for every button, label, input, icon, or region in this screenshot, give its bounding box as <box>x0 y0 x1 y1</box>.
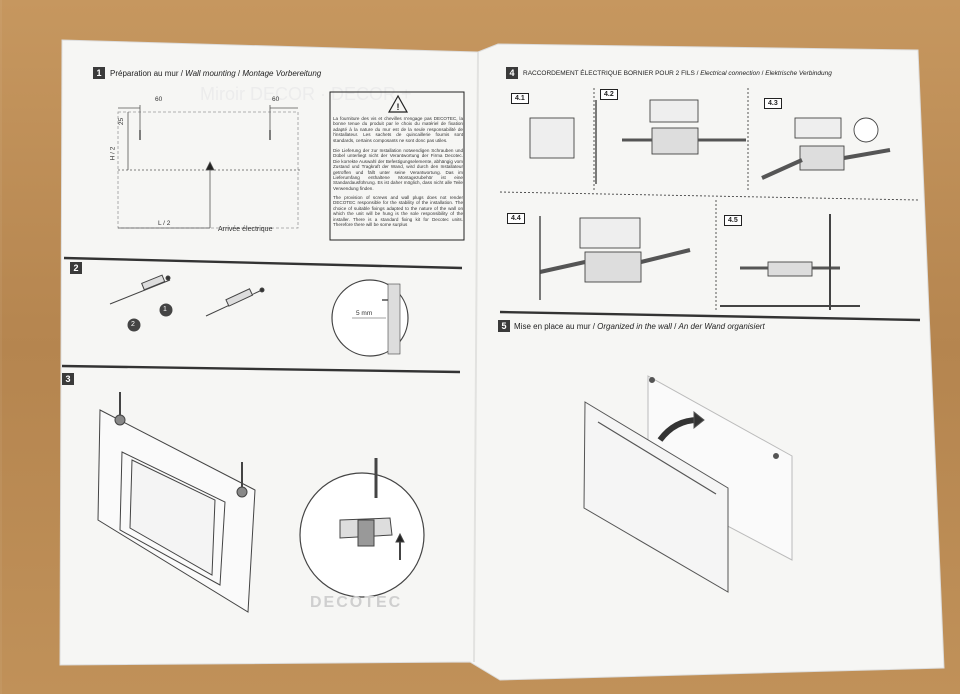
step-1-title: Préparation au mur / Wall mounting / Mon… <box>110 69 322 78</box>
wall-detail-circle <box>331 279 409 357</box>
dim-5mm: 5 mm <box>356 310 373 317</box>
warning-text-en: The provision of screws and wall plugs d… <box>333 195 463 228</box>
step-1-title-en: Wall mounting <box>185 69 236 78</box>
step-1-title-de: Montage Vorbereitung <box>242 69 322 78</box>
divider-step2 <box>63 256 463 270</box>
step-4-title-fr: RACCORDEMENT ÉLECTRIQUE BORNIER POUR 2 F… <box>523 70 695 77</box>
step-1-number: 1 <box>93 67 105 79</box>
step-5-title-de: An der Wand organisiert <box>678 322 765 331</box>
step-3-number: 3 <box>62 373 74 385</box>
dim-left: 60 <box>155 96 163 103</box>
sub-step-4-3: 4.3 <box>764 98 782 109</box>
screw-and-plug-diagram <box>109 274 265 332</box>
warning-text-de: Die Lieferung der zur Installation notwe… <box>333 148 463 191</box>
divider-step5 <box>499 310 921 322</box>
step-5-title-fr: Mise en place au mur <box>514 322 591 331</box>
step-5-title: Mise en place au mur / Organized in the … <box>514 322 765 331</box>
ghost-print: Miroir DECOR · DECOR + <box>200 84 412 104</box>
step-2-number: 2 <box>70 262 82 274</box>
dim-top: 25 <box>118 117 126 126</box>
step-4-title: RACCORDEMENT ÉLECTRIQUE BORNIER POUR 2 F… <box>523 70 832 77</box>
sub-step-4-1: 4.1 <box>511 93 529 104</box>
brand-watermark: DECOTEC <box>310 594 403 611</box>
svg-text:!: ! <box>397 102 400 112</box>
warning-box <box>329 91 465 241</box>
mirror-mounting-diagram <box>583 375 793 593</box>
step-1-title-fr: Préparation au mur <box>110 69 179 78</box>
warning-text-fr: La fourniture des vis et chevilles n'eng… <box>333 116 463 143</box>
fold-line <box>473 51 479 663</box>
step-4-number: 4 <box>506 67 518 79</box>
sub-step-4-4: 4.4 <box>507 213 525 224</box>
divider-step3 <box>61 364 461 374</box>
sub-step-4-5: 4.5 <box>724 215 742 226</box>
warning-triangle-icon <box>387 94 409 113</box>
mirror-panel-install-diagram <box>97 392 425 613</box>
sub-step-4-2: 4.2 <box>600 89 618 100</box>
callout-2: 2 <box>131 321 135 328</box>
wall-mounting-diagram <box>117 105 300 229</box>
electrical-connection-diagrams <box>499 88 919 310</box>
dim-l: L / 2 <box>158 220 171 227</box>
dim-right: 60 <box>272 96 280 103</box>
label-arrival: Arrivée électrique <box>218 226 273 233</box>
step-4-title-en: Electrical connection <box>700 70 760 77</box>
dim-h: H / 2 <box>109 146 117 161</box>
callout-1: 1 <box>163 306 167 313</box>
step-5-number: 5 <box>498 320 510 332</box>
step-5-title-en: Organized in the wall <box>597 322 672 331</box>
step-4-title-de: Elektrische Verbindung <box>765 70 832 77</box>
